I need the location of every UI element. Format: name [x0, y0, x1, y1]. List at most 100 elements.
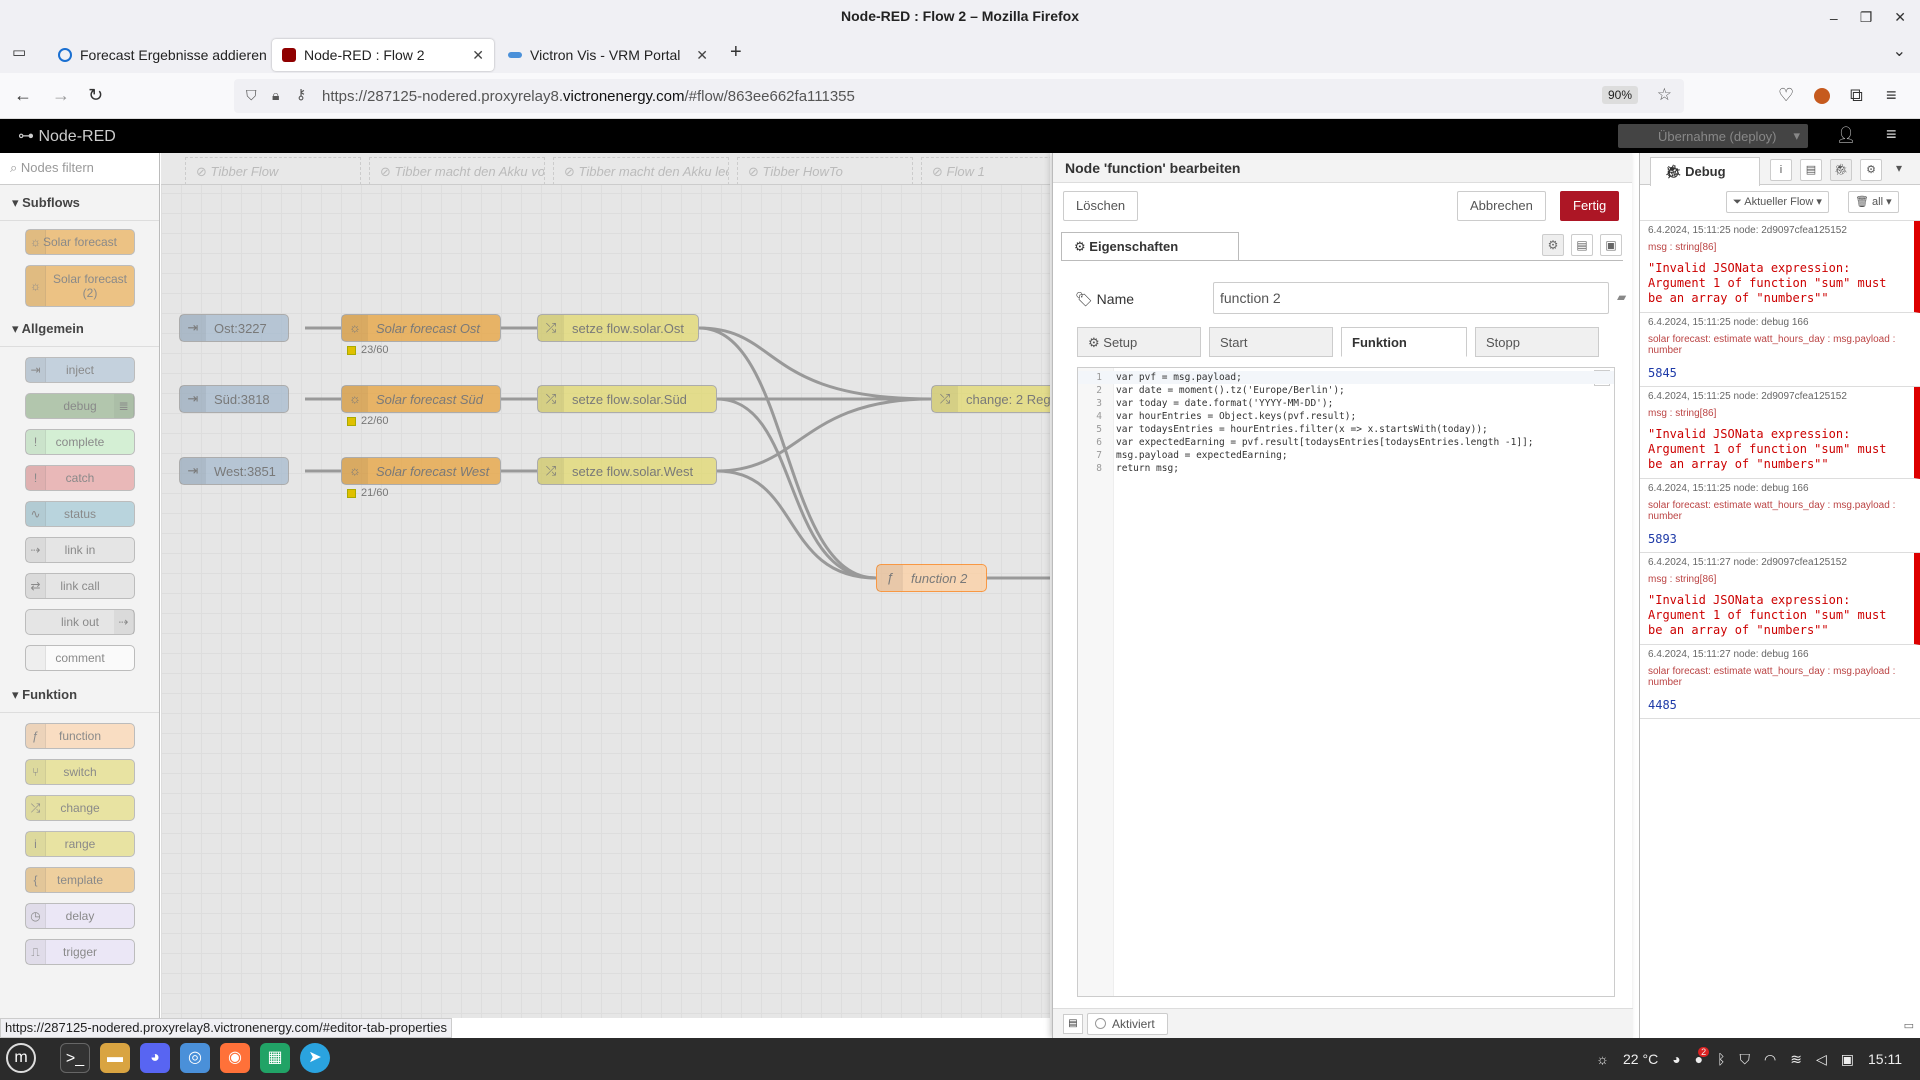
forecast-node-sued[interactable]: ☼Solar forecast Süd [341, 385, 501, 413]
debug-filter-button[interactable]: ⏷ Aktueller Flow ▾ [1726, 191, 1829, 213]
close-window-icon[interactable]: ✕ [1894, 9, 1906, 25]
debug-message[interactable]: 6.4.2024, 15:11:25 node: 2d9097cfea12515… [1640, 387, 1920, 479]
flow-tab-tibber-akku-lee[interactable]: ⊘ Tibber macht den Akku lee [553, 157, 729, 185]
change-node-sued[interactable]: ⤮setze flow.solar.Süd [537, 385, 717, 413]
palette-category-allgemein[interactable]: ▾ Allgemein [0, 311, 159, 347]
clock[interactable]: 15:11 [1868, 1051, 1902, 1067]
flow-tab-flow-1[interactable]: ⊘ Flow 1 [921, 157, 1050, 185]
debug-bug-icon[interactable]: 🐞︎ [1830, 159, 1852, 181]
inject-node-ost[interactable]: ⇥Ost:3227 [179, 314, 289, 342]
help-icon[interactable]: ▤ [1800, 159, 1822, 181]
shield-tray-icon[interactable]: ⛉ [1739, 1050, 1751, 1067]
bluetooth-icon[interactable]: ᛒ [1717, 1051, 1726, 1067]
flow-workspace[interactable]: ⊘ Tibber Flow ⊘ Tibber macht den Akku vo… [161, 153, 1050, 1018]
popout-icon[interactable]: ▭ [1903, 1020, 1914, 1032]
tab-setup[interactable]: ⚙ Setup [1077, 327, 1201, 357]
reload-icon[interactable]: ↻ [88, 85, 104, 105]
debug-message[interactable]: 6.4.2024, 15:11:25 node: 2d9097cfea12515… [1640, 221, 1920, 313]
network-icon[interactable]: ◠ [1764, 1050, 1777, 1067]
profile-avatar-icon[interactable] [1814, 88, 1830, 104]
pocket-icon[interactable]: ♡ [1778, 85, 1795, 105]
inject-node-sued[interactable]: ⇥Süd:3818 [179, 385, 289, 413]
telegram-icon[interactable]: ➤ [300, 1043, 330, 1073]
change-node-west[interactable]: ⤮setze flow.solar.West [537, 457, 717, 485]
forecast-node-west[interactable]: ☼Solar forecast West [341, 457, 501, 485]
palette-node-template[interactable]: {template [25, 867, 135, 893]
palette-node-solar-forecast[interactable]: ☼Solar forecast [25, 229, 135, 255]
discord-icon[interactable]: ◕ [140, 1043, 170, 1073]
palette-node-comment[interactable]: comment [25, 645, 135, 671]
cancel-button[interactable]: Abbrechen [1457, 191, 1546, 221]
permissions-icon[interactable]: ⚷ [296, 86, 307, 102]
weather-icon[interactable]: ☼ [1596, 1051, 1610, 1067]
shield-icon[interactable]: ⛉ [246, 87, 257, 103]
flow-tab-tibber-howto[interactable]: ⊘ Tibber HowTo [737, 157, 913, 185]
palette-node-link-call[interactable]: ⇄link call [25, 573, 135, 599]
forecast-node-ost[interactable]: ☼Solar forecast Ost [341, 314, 501, 342]
description-icon[interactable]: ▤ [1571, 234, 1593, 256]
weather-temp[interactable]: 22 °C [1623, 1051, 1659, 1067]
node-info-icon[interactable]: ▤ [1063, 1014, 1083, 1034]
settings-gear-icon[interactable]: ⚙ [1542, 234, 1564, 256]
notification-icon[interactable]: ●2 [1695, 1047, 1710, 1067]
start-menu-icon[interactable]: m [6, 1043, 36, 1073]
enabled-toggle[interactable]: Aktiviert [1087, 1013, 1168, 1035]
icon-picker-icon[interactable]: ▰ [1617, 290, 1627, 304]
tab-start[interactable]: Start [1209, 327, 1333, 357]
info-icon[interactable]: i [1770, 159, 1792, 181]
config-gear-icon[interactable]: ⚙ [1860, 159, 1882, 181]
browser-tab-nodered[interactable]: Node-RED : Flow 2 ✕ [272, 39, 494, 71]
palette-node-trigger[interactable]: ⎍trigger [25, 939, 135, 965]
palette-filter-input[interactable]: ⌕ Nodes filtern [0, 153, 159, 185]
palette-category-funktion[interactable]: ▾ Funktion [0, 677, 159, 713]
tab-funktion[interactable]: Funktion [1341, 327, 1467, 357]
back-icon[interactable]: ← [14, 85, 32, 105]
flow-tab-tibber-akku-vo[interactable]: ⊘ Tibber macht den Akku vo [369, 157, 545, 185]
url-bar[interactable]: ⛉ 🔒︎ ⚷ https://287125-nodered.proxyrelay… [234, 79, 1684, 113]
firefox-icon[interactable]: ◉ [220, 1043, 250, 1073]
new-tab-icon[interactable]: + [730, 41, 742, 63]
palette-node-solar-forecast-2[interactable]: ☼Solar forecast (2) [25, 265, 135, 307]
browser-tab-forecast[interactable]: Forecast Ergebnisse addieren ✕ [48, 39, 272, 71]
menu-icon[interactable]: ≡ [1886, 85, 1897, 105]
spreadsheet-icon[interactable]: ▦ [260, 1043, 290, 1073]
tab-stopp[interactable]: Stopp [1475, 327, 1599, 357]
maximize-icon[interactable]: ❐ [1859, 9, 1873, 25]
lock-icon[interactable]: 🔒︎ [272, 87, 280, 103]
discord-tray-icon[interactable]: ◕ [1672, 1051, 1681, 1067]
palette-node-switch[interactable]: ⑂switch [25, 759, 135, 785]
close-tab-icon[interactable]: ✕ [696, 46, 708, 63]
close-tab-icon[interactable]: ✕ [472, 46, 484, 63]
palette-category-subflows[interactable]: ▾ Subflows [0, 185, 159, 221]
change-node-regel[interactable]: ⤮change: 2 Rege [931, 385, 1050, 413]
list-tabs-icon[interactable]: ⌄ [1892, 43, 1906, 60]
done-button[interactable]: Fertig [1560, 191, 1620, 221]
deploy-button[interactable]: Übernahme (deploy)▾ [1618, 124, 1808, 148]
minimize-icon[interactable]: – [1829, 9, 1838, 26]
flow-tab-tibber-flow[interactable]: ⊘ Tibber Flow [185, 157, 361, 185]
change-node-ost[interactable]: ⤮setze flow.solar.Ost [537, 314, 699, 342]
browser-tab-victron[interactable]: Victron Vis - VRM Portal ✕ [498, 39, 718, 71]
palette-node-delay[interactable]: ◷delay [25, 903, 135, 929]
name-input[interactable]: function 2 [1213, 282, 1609, 314]
tab-properties[interactable]: ⚙ Eigenschaften [1061, 232, 1239, 261]
volume-icon[interactable]: ◁ [1815, 1050, 1827, 1067]
sidebar-menu-chevron-icon[interactable]: ▾ [1896, 161, 1903, 175]
palette-node-status[interactable]: ∿status [25, 501, 135, 527]
debug-clear-button[interactable]: 🗑︎ all ▾ [1848, 191, 1899, 213]
palette-node-catch[interactable]: !catch [25, 465, 135, 491]
palette-node-debug[interactable]: debug≣ [25, 393, 135, 419]
chromium-icon[interactable]: ◎ [180, 1043, 210, 1073]
forward-icon[interactable]: → [52, 85, 70, 105]
tab-overview-icon[interactable]: ▭ [12, 44, 27, 61]
